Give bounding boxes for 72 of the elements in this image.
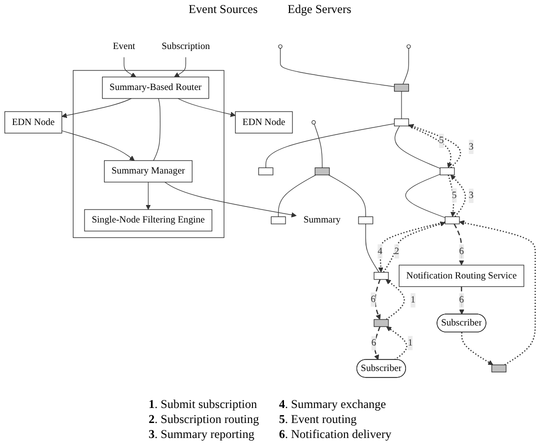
arrow (450, 175, 466, 218)
node-box (270, 216, 286, 225)
node-circle (278, 44, 282, 50)
edge-label: 3 (468, 190, 474, 202)
note-label: Edge Servers (288, 2, 352, 17)
arrow (374, 280, 381, 320)
arrow (174, 57, 186, 78)
edge-label: 1 (410, 295, 416, 306)
node-text: Summary (303, 215, 341, 226)
edge-label: 1 (408, 338, 413, 348)
arrow (146, 182, 151, 210)
edge-label: 4 (378, 246, 382, 257)
node-box (394, 84, 409, 92)
connector (394, 126, 440, 170)
legend-item: 5. Event routing (279, 412, 358, 427)
connector (314, 124, 323, 168)
legend-item: 1. Submit subscription (148, 397, 258, 412)
arrow (178, 98, 236, 118)
connector (401, 91, 402, 120)
node-box (358, 216, 374, 225)
connector (365, 224, 380, 273)
connector (402, 48, 409, 85)
edge-label: 3 (468, 142, 474, 152)
arrow (459, 287, 464, 316)
node-box (440, 168, 455, 176)
edge-label: 6 (459, 246, 464, 257)
arrow (408, 124, 462, 169)
connector (405, 174, 446, 218)
connector (266, 124, 395, 168)
node-box: Summary Manager (104, 160, 192, 183)
note-label: Event Sources (188, 2, 258, 17)
node-box (258, 168, 274, 176)
arrow (62, 130, 135, 162)
legend-item: 4. Summary exchange (279, 397, 387, 412)
connector (328, 175, 366, 218)
legend-item: 3. Summary reporting (148, 427, 256, 442)
edge-label: 6 (459, 295, 464, 306)
arrow (164, 182, 297, 218)
arrow (454, 224, 464, 266)
node-box (314, 168, 330, 176)
arrow (459, 220, 536, 366)
edge-label: 5 (452, 190, 457, 201)
edge-label: 6 (371, 338, 376, 348)
node-box: Single-Node Filtering Engine (84, 210, 212, 232)
node-text: Subscription (162, 42, 210, 52)
arrow (461, 332, 494, 366)
arrow (62, 98, 132, 118)
legend-item: 2. Subscription routing (148, 412, 260, 427)
node-box (374, 272, 389, 280)
node-box (374, 320, 389, 328)
connector (278, 175, 316, 218)
node-box: EDN Node (4, 112, 62, 134)
connector (153, 98, 160, 162)
cluster (72, 70, 224, 238)
node-box (444, 216, 460, 225)
edge-label: 2 (394, 246, 400, 257)
node-box: Notification Routing Service (398, 265, 524, 288)
edge-label: 5 (439, 136, 444, 146)
node-text: Event (112, 42, 136, 52)
node-box (394, 118, 409, 127)
node-box (491, 364, 506, 373)
connector (280, 48, 395, 88)
legend-item: 6. Notification delivery (279, 427, 392, 442)
arrow (386, 326, 408, 361)
node-circle (406, 44, 411, 50)
arrow (408, 126, 452, 168)
edge-label: 6 (370, 294, 376, 305)
node-circle (312, 120, 316, 125)
node-box: EDN Node (235, 112, 293, 134)
node-box: Summary-Based Router (102, 77, 210, 100)
arrow (386, 280, 405, 320)
arrow (124, 57, 136, 78)
